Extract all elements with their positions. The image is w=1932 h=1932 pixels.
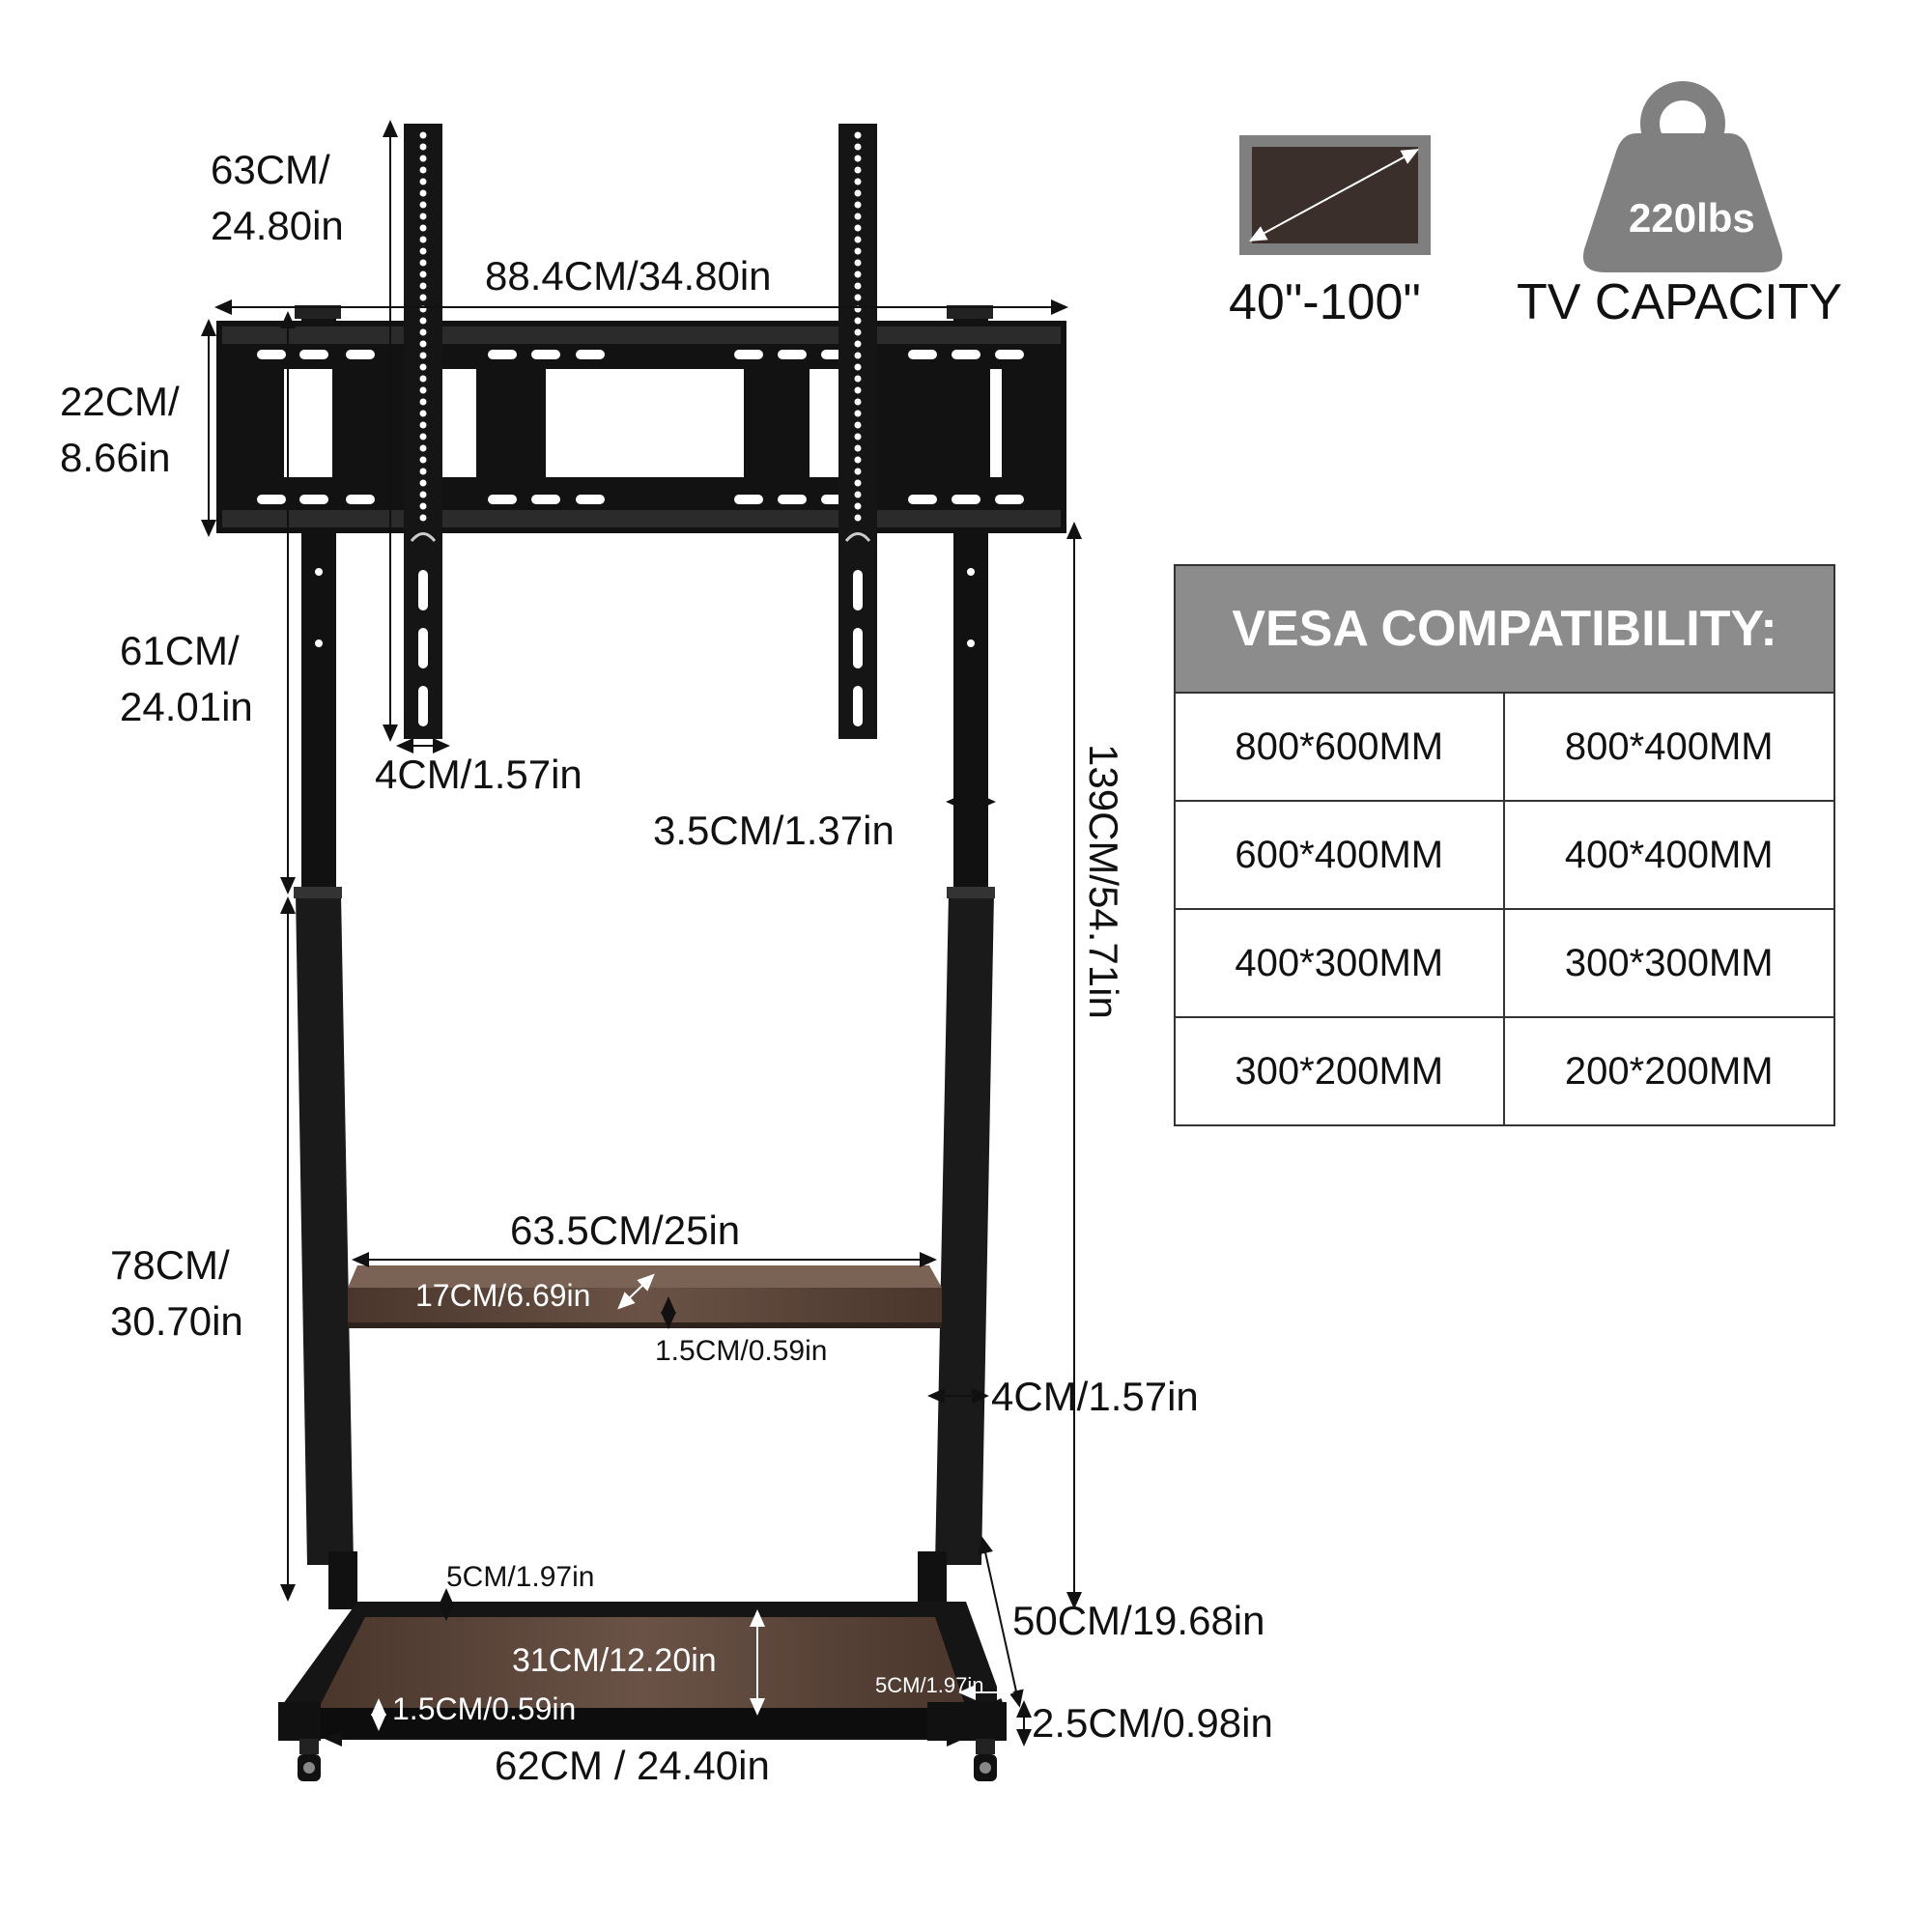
vesa-table-title: VESA COMPATIBILITY: [1176, 566, 1833, 694]
base-frame [278, 1551, 1007, 1741]
total-height-label: 139CM/54.71in [1081, 744, 1126, 1019]
upper-post-width-label: 3.5CM/1.37in [653, 808, 895, 853]
lower-post-width-label: 4CM/1.57in [991, 1374, 1199, 1419]
vesa-size-cell: 400*300MM [1176, 910, 1505, 1018]
weight-badge-label: 220lbs [1629, 195, 1755, 241]
shelf-width-label: 63.5CM/25in [510, 1208, 740, 1253]
bracket-width-label: 88.4CM/34.80in [485, 253, 772, 298]
bracket-height-label-b: 8.66in [60, 435, 170, 480]
vesa-compatibility-table: VESA COMPATIBILITY: 800*600MM 800*400MM … [1174, 564, 1835, 1126]
bracket-height-label-a: 22CM/ [60, 379, 180, 424]
vesa-size-cell: 400*400MM [1504, 802, 1833, 910]
lower-post-label-b: 30.70in [110, 1298, 243, 1344]
vesa-size-cell: 800*400MM [1504, 694, 1833, 802]
base-depth-label: 50CM/19.68in [1012, 1598, 1265, 1643]
left-lower-post [296, 894, 354, 1565]
upper-post-label-b: 24.01in [120, 684, 253, 729]
dimension-lines [201, 120, 1082, 1747]
caster-wheel-icon [298, 1739, 997, 1781]
weight-icon [1582, 81, 1783, 272]
upper-post-label-a: 61CM/ [120, 628, 240, 673]
screen-size-label: 40"-100" [1229, 274, 1421, 330]
shelf-depth-label: 17CM/6.69in [415, 1278, 590, 1313]
base-frame-width-label: 5CM/1.97in [446, 1561, 594, 1593]
vesa-size-cell: 600*400MM [1176, 802, 1505, 910]
vesa-bracket [216, 305, 1066, 533]
base-height-label: 2.5CM/0.98in [1032, 1700, 1273, 1746]
base-shelf-thickness-label: 1.5CM/0.59in [392, 1691, 576, 1726]
shelf-thickness-label: 1.5CM/0.59in [655, 1335, 827, 1367]
right-hanging-arm [838, 124, 877, 739]
base-width-label: 62CM / 24.40in [495, 1743, 770, 1788]
capacity-label: TV CAPACITY [1517, 274, 1842, 330]
base-side-width-label: 5CM/1.97in [875, 1673, 984, 1697]
vesa-size-cell: 300*300MM [1504, 910, 1833, 1018]
base-shelf-depth-label: 31CM/12.20in [512, 1642, 717, 1679]
dimension-labels: 63CM/ 24.80in 88.4CM/34.80in 22CM/ 8.66i… [60, 147, 1273, 1788]
lower-post-label-a: 78CM/ [110, 1242, 230, 1288]
vesa-size-grid: 800*600MM 800*400MM 600*400MM 400*400MM … [1176, 694, 1833, 1124]
vesa-size-cell: 300*200MM [1176, 1018, 1505, 1124]
right-lower-post [935, 894, 994, 1565]
arm-height-label-b: 24.80in [211, 203, 344, 248]
left-hanging-arm [404, 124, 442, 739]
arm-height-label-a: 63CM/ [211, 147, 330, 192]
vesa-size-cell: 200*200MM [1564, 1049, 1774, 1093]
arm-width-label: 4CM/1.57in [375, 752, 582, 797]
vesa-size-cell: 800*600MM [1176, 694, 1505, 802]
tv-stand [216, 124, 1066, 1781]
tv-screen-icon [1239, 135, 1431, 255]
